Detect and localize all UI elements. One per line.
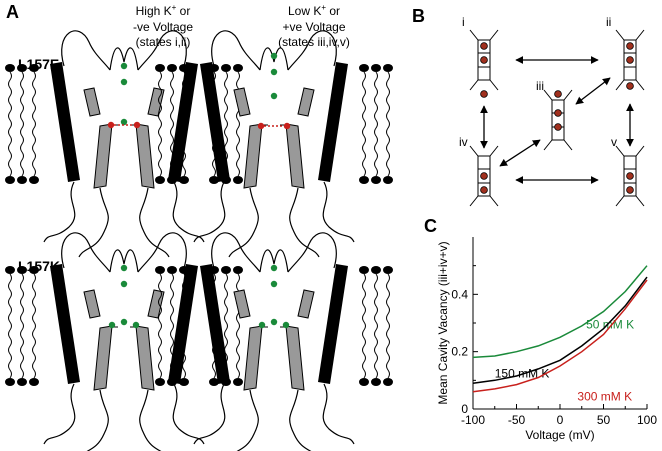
col2-line2: +ve Voltage — [282, 20, 346, 34]
chart-x-axis-label: Voltage (mV) — [525, 428, 594, 442]
chart-y-axis-label: Mean Cavity Vacancy (iii+iv+v) — [436, 241, 450, 404]
panel-b-label: B — [412, 6, 425, 26]
state-v: v — [611, 135, 645, 207]
panel-c-label: C — [424, 216, 437, 236]
column-1-header: High K+ or -ve Voltage (states i,ii) — [118, 3, 208, 50]
x-tick-label: -50 — [508, 413, 526, 427]
ions-l157e-low — [257, 52, 291, 130]
col2-line1-sup: + — [321, 3, 326, 12]
col2-line3: (states iii,iv,v) — [278, 35, 350, 49]
state-iii-label: iii — [536, 79, 544, 93]
col1-line1-sup: + — [171, 3, 177, 12]
state-v-label: v — [611, 135, 617, 149]
ions-l157e-high — [107, 62, 141, 129]
row-label-l157k: L157K — [18, 258, 61, 274]
ions-l157k-low — [258, 264, 290, 329]
state-i: i — [462, 15, 499, 98]
col2-line1-post: or — [326, 4, 341, 18]
state-ii-label: ii — [606, 15, 611, 29]
col1-line1: High K — [135, 4, 172, 18]
series-line-1 — [472, 276, 648, 384]
series-label-2: 300 mM K — [577, 389, 632, 403]
y-tick-label: 0.4 — [451, 287, 468, 301]
state-i-label: i — [462, 15, 465, 29]
state-ii: ii — [606, 15, 645, 91]
cavity-vacancy-chart: -100 -50 0 50 100 0 0.2 0.4 50 mM K 150 mM K 300 m… — [451, 237, 657, 427]
row-label-l157e: L157E — [18, 56, 60, 72]
col1-line2: -ve Voltage — [132, 20, 194, 34]
panel-a-label: A — [6, 2, 19, 22]
col1-line1-post: or — [176, 4, 191, 18]
state-iii: iii — [536, 79, 573, 151]
x-tick-label: 50 — [597, 413, 611, 427]
column-2-header: Low K+ or +ve Voltage (states iii,iv,v) — [262, 3, 366, 50]
col2-line1: Low K — [287, 4, 322, 18]
y-tick-label: 0.2 — [451, 345, 468, 359]
series-label-0: 50 mM K — [586, 318, 634, 332]
ions-l157k-high — [108, 264, 140, 329]
col1-line3: (states i,ii) — [135, 35, 191, 49]
series-line-2 — [472, 279, 648, 393]
state-iv: iv — [459, 135, 499, 207]
y-tick-label: 0 — [461, 402, 468, 416]
x-tick-label: -100 — [461, 413, 485, 427]
series-line-0 — [472, 265, 648, 359]
x-tick-label: 100 — [637, 413, 657, 427]
state-iv-label: iv — [459, 135, 468, 149]
transition-arrows — [480, 56, 634, 184]
series-label-1: 150 mM K — [495, 366, 550, 380]
x-tick-label: 0 — [557, 413, 564, 427]
